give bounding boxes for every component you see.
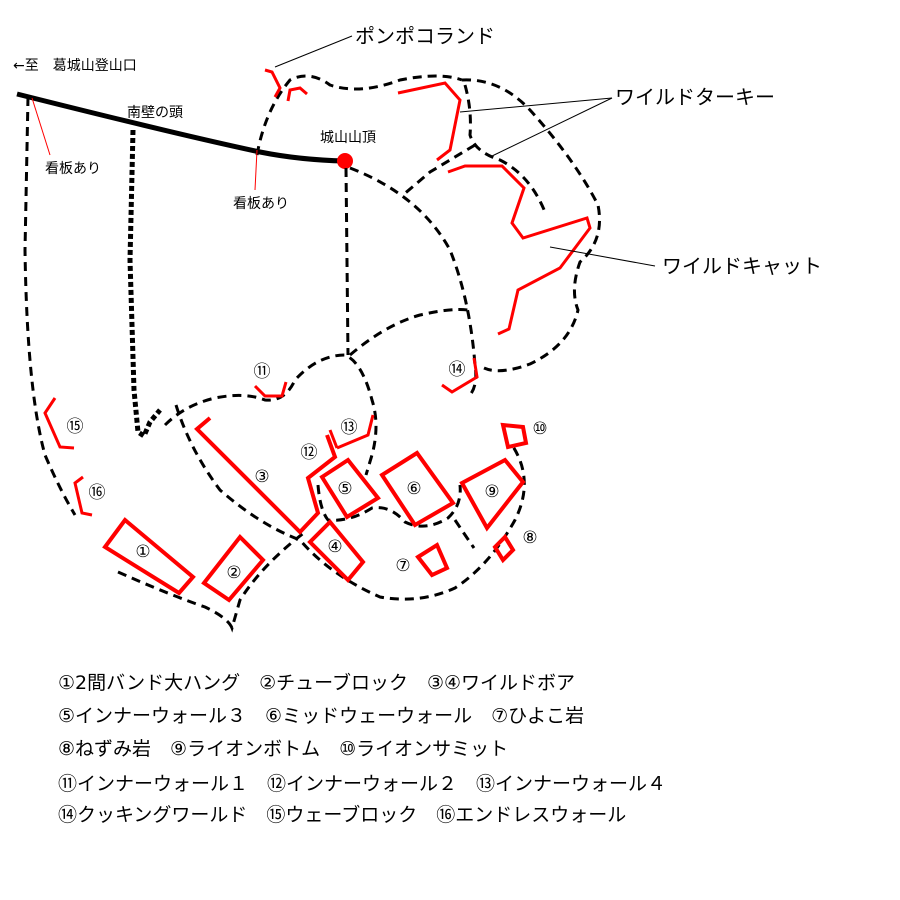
rock-1 xyxy=(102,517,196,596)
rock-11 xyxy=(253,381,288,398)
inner-loop-trail xyxy=(463,84,547,213)
rock-5 xyxy=(319,457,381,520)
number-10: ⑩ xyxy=(532,419,547,439)
lower-left-trail xyxy=(117,530,306,633)
ponpoko-label: ポンポコランド xyxy=(355,24,495,48)
number-3: ③ xyxy=(254,467,269,487)
turkey-leader-1 xyxy=(459,97,613,113)
rock-14 xyxy=(441,357,479,394)
legend-line-4: ⑪インナーウォール１ ⑫インナーウォール２ ⑬インナーウォール４ xyxy=(58,773,667,795)
rock-8 xyxy=(492,533,516,564)
cross-trail xyxy=(349,308,469,357)
number-16: ⑯ xyxy=(89,483,106,503)
summit-south-trail xyxy=(344,167,350,356)
number-4: ④ xyxy=(327,537,342,557)
connector-trail xyxy=(402,143,476,197)
south-wall-trail xyxy=(127,129,162,440)
sign-leader-1 xyxy=(31,97,51,156)
legend-line-5: ⑭クッキングワールド ⑮ウェーブロック ⑯エンドレスウォール xyxy=(58,804,627,826)
south-wall-head-label: 南壁の頭 xyxy=(127,105,183,121)
number-1: ① xyxy=(135,542,150,562)
legend-line-2: ⑤インナーウォール３ ⑥ミッドウェーウォール ⑦ひよこ岩 xyxy=(58,705,585,727)
ponpoko-trail xyxy=(255,74,463,156)
summit-marker xyxy=(337,153,353,169)
inner-wall-loop xyxy=(163,353,378,476)
number-13: ⑬ xyxy=(341,418,358,438)
number-6: ⑥ xyxy=(406,479,421,499)
outer-loop-trail xyxy=(461,78,602,373)
mid-loop-trail xyxy=(316,484,462,528)
sign-label-2: 看板あり xyxy=(233,196,289,212)
legend-line-1: ①2間バンド大ハング ②チューブロック ③④ワイルドボア xyxy=(58,672,576,694)
number-5: ⑤ xyxy=(337,479,352,499)
cat-leader xyxy=(549,246,656,267)
rock-9 xyxy=(459,457,526,532)
number-11: ⑪ xyxy=(254,362,271,382)
number-8: ⑧ xyxy=(522,528,537,548)
number-7: ⑦ xyxy=(395,556,410,576)
rock-2 xyxy=(201,533,266,603)
direction-label: ←至 葛城山登山口 xyxy=(13,58,137,74)
number-9: ⑨ xyxy=(484,482,499,502)
rock-12-line xyxy=(328,429,339,449)
wild-cat-rock xyxy=(447,164,592,336)
rock-7 xyxy=(415,542,450,578)
number-12: ⑫ xyxy=(301,443,318,463)
turkey-leader-2 xyxy=(489,97,613,158)
rock-6 xyxy=(379,450,456,528)
number-2: ② xyxy=(226,563,241,583)
rock-15 xyxy=(43,397,75,450)
wild-turkey-rock xyxy=(397,81,462,162)
rock-10 xyxy=(500,422,529,450)
left-trail xyxy=(23,96,77,516)
sign-label-1: 看板あり xyxy=(45,161,101,177)
rock-3 xyxy=(194,416,338,535)
ponpoko-rock-b xyxy=(286,86,308,102)
rock-areas xyxy=(43,68,592,603)
rock-4 xyxy=(307,519,366,583)
rock-13 xyxy=(336,414,375,450)
summit-label: 城山山頂 xyxy=(320,130,376,146)
sign-leader-2 xyxy=(254,149,258,191)
mid-branch-trail xyxy=(453,519,476,549)
lower-loop-trail xyxy=(174,404,526,601)
ponpoko-leader xyxy=(274,35,353,68)
wild-turkey-label: ワイルドターキー xyxy=(615,85,775,109)
main-ridge-trail xyxy=(16,91,346,164)
ponpoko-rock-a xyxy=(264,68,282,98)
legend-line-3: ⑧ねずみ岩 ⑨ライオンボトム ⑩ライオンサミット xyxy=(58,738,509,760)
number-15: ⑮ xyxy=(67,417,84,437)
rock-16 xyxy=(73,475,93,517)
number-14: ⑭ xyxy=(449,360,466,380)
wild-cat-label: ワイルドキャット xyxy=(662,254,822,278)
